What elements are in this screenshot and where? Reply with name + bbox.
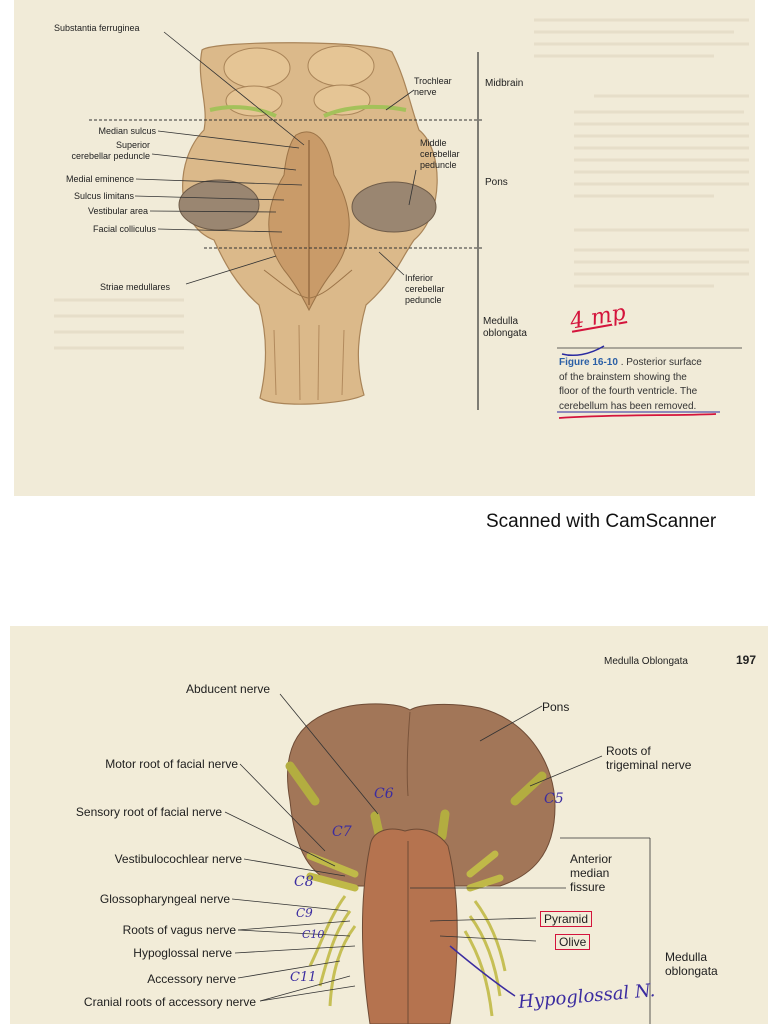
label-pyramid: Pyramid (540, 911, 593, 927)
caption-line-1: . Posterior surface (620, 357, 702, 368)
label-midbrain: Midbrain (485, 78, 524, 89)
label-olive: Olive (555, 934, 591, 950)
label-vestibulocochlear-nerve: Vestibulocochlear nerve (114, 852, 242, 866)
label-roots-trigeminal: Roots of trigeminal nerve (606, 744, 692, 772)
label-superior-cerebellar-peduncle: Superior cerebellar peduncle (71, 140, 150, 161)
caption-line-3: floor of the fourth ventricle. The (559, 386, 698, 397)
handwritten-c11: C11 (290, 970, 317, 985)
label-sulcus-limitans: Sulcus limitans (73, 191, 134, 201)
label-glossopharyngeal-nerve: Glossopharyngeal nerve (99, 892, 230, 906)
label-cranial-roots-accessory: Cranial roots of accessory nerve (83, 995, 256, 1009)
label-substantia-ferruginea: Substantia ferruginea (54, 23, 140, 33)
handwritten-c5: C5 (544, 791, 564, 807)
brainstem-posterior-illustration (54, 18, 749, 419)
label-medulla-oblongata: Medulla oblongata (483, 316, 527, 339)
scanner-watermark: Scanned with CamScanner (486, 511, 717, 532)
label-accessory-nerve: Accessory nerve (147, 972, 236, 986)
label-pons: Pons (485, 177, 508, 188)
figure-number: Figure 16-10 (559, 357, 618, 368)
label-middle-cerebellar-peduncle: Middle cerebellar peduncle (420, 138, 460, 170)
label-median-sulcus: Median sulcus (98, 126, 156, 136)
label-inferior-cerebellar-peduncle: Inferior cerebellar peduncle (405, 273, 445, 305)
label-roots-vagus: Roots of vagus nerve (122, 923, 236, 937)
label-vestibular-area: Vestibular area (87, 206, 148, 216)
label-motor-root-facial: Motor root of facial nerve (105, 757, 238, 771)
page-header-title: Medulla Oblongata (604, 656, 688, 667)
handwritten-c7: C7 (332, 824, 352, 840)
label-anterior-median-fissure: Anterior median fissure (570, 852, 613, 894)
label-striae-medullares: Striae medullares (100, 282, 171, 292)
scanned-page-bottom: Medulla Oblongata 197 Abducent nerve Pon… (10, 626, 768, 1024)
handwritten-c10: C10 (302, 928, 325, 941)
label-medial-eminence: Medial eminence (65, 174, 134, 184)
label-abducent-nerve: Abducent nerve (186, 682, 271, 696)
label-pons-anterior: Pons (542, 700, 570, 714)
scanned-page-top: Substantia ferruginea Trochlear nerve Mi… (14, 0, 755, 496)
brainstem-anterior-illustration (224, 693, 651, 1024)
label-medulla-oblongata-anterior: Medulla oblongata (665, 950, 718, 978)
page-number: 197 (736, 653, 757, 667)
handwritten-c8: C8 (294, 874, 314, 890)
caption-line-4: cerebellum has been removed. (559, 400, 697, 412)
label-hypoglossal-nerve: Hypoglossal nerve (133, 946, 232, 960)
figure-caption: Figure 16-10 . Posterior surface of the … (559, 356, 749, 414)
caption-line-2: of the brainstem showing the (559, 371, 687, 383)
label-sensory-root-facial: Sensory root of facial nerve (75, 805, 222, 819)
label-facial-colliculus: Facial colliculus (92, 224, 156, 234)
handwritten-c6: C6 (374, 786, 394, 802)
label-trochlear-nerve: Trochlear nerve (414, 76, 452, 97)
handwritten-c9: C9 (296, 906, 313, 920)
